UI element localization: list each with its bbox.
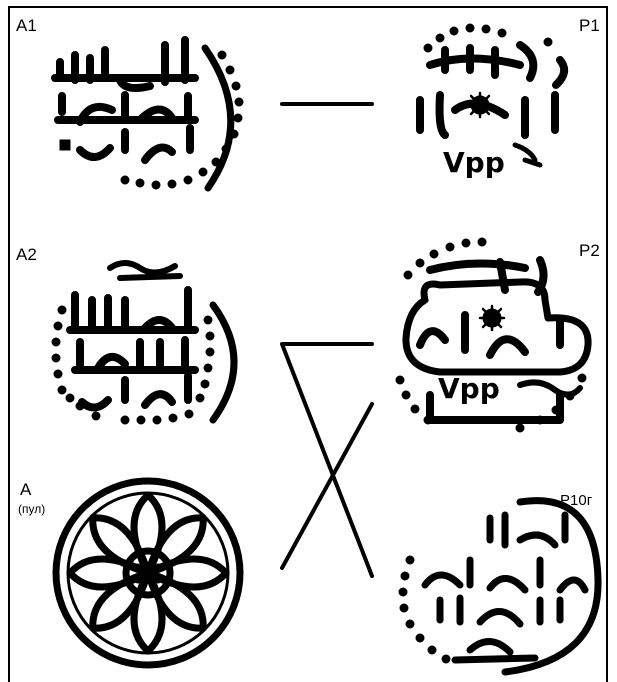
coin-a1-image (55, 40, 243, 189)
coin-p2-image: Vpp (396, 238, 588, 432)
p1-numeral-glyph: Vpp (443, 146, 505, 179)
coin-p1-image: Vpp (420, 24, 564, 179)
coin-p10-image (399, 501, 598, 672)
connector-lines (282, 104, 372, 576)
coin-a2-image (52, 263, 234, 424)
coin-a-pul-image (56, 481, 240, 665)
p2-numeral-glyph: Vpp (438, 372, 500, 405)
